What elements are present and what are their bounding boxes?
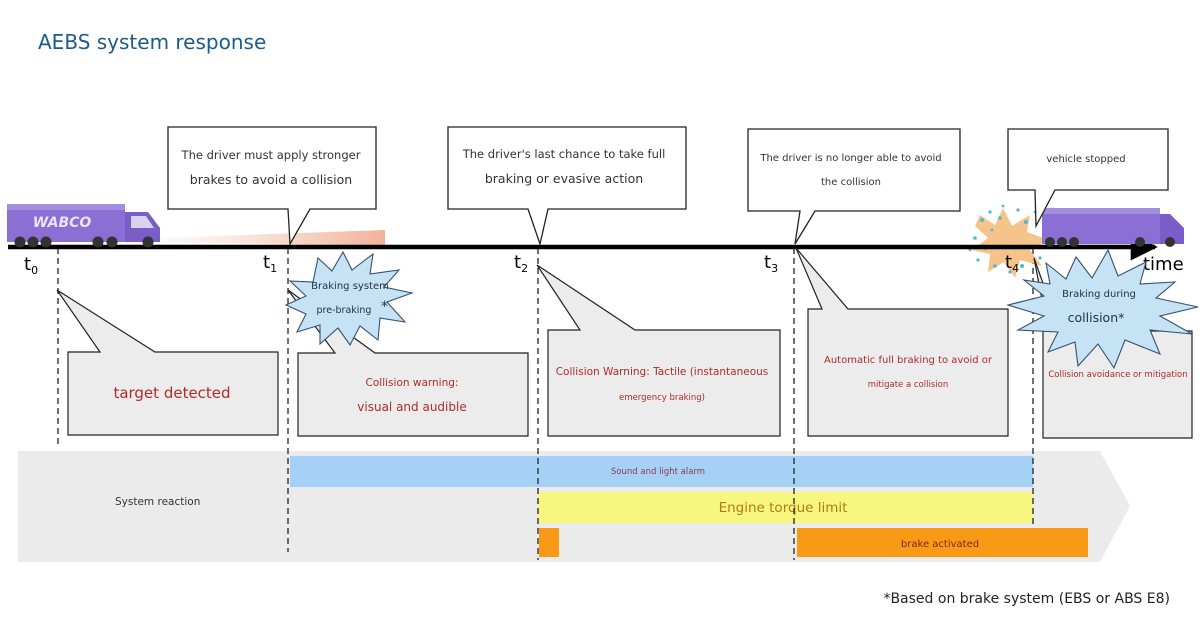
bar-brake-prefill xyxy=(539,528,559,557)
top-callout-t3-line2: the collision xyxy=(821,177,881,188)
time-label-t2: t2 xyxy=(514,252,528,275)
bottom-callout-t1-line2: visual and audible xyxy=(357,400,466,414)
time-axis-label: time xyxy=(1143,254,1184,275)
burst-pre-braking-asterisk: * xyxy=(381,299,388,315)
system-reaction-label: System reaction xyxy=(115,496,200,508)
bar-engine-torque-limit xyxy=(538,492,1033,523)
bar-brake-activated-label: brake activated xyxy=(901,539,979,550)
bottom-callout-t1-line1: Collision warning: xyxy=(366,377,459,389)
bottom-callout-t2: Collision Warning: Tactile (instantaneou… xyxy=(536,264,781,437)
page-title: AEBS system response xyxy=(38,30,267,54)
bottom-callout-t0: target detected xyxy=(56,289,279,436)
footnote: *Based on brake system (EBS or ABS E8) xyxy=(883,591,1170,607)
bottom-callout-t3-line2: mitigate a collision xyxy=(868,380,948,390)
brake-trail xyxy=(160,230,385,246)
burst-pre-braking: Braking system pre-braking * xyxy=(284,250,414,347)
top-callout-t4-line1: vehicle stopped xyxy=(1046,154,1125,165)
truck-right-icon xyxy=(1042,208,1184,247)
burst-during-collision-line1: Braking during xyxy=(1062,289,1136,300)
bottom-callout-t0-text: target detected xyxy=(113,384,230,402)
bottom-callout-t1: Collision warning: visual and audible xyxy=(287,289,529,437)
bottom-callout-t3: Automatic full braking to avoid or mitig… xyxy=(795,247,1009,437)
top-callout-t2: The driver's last chance to take full br… xyxy=(447,126,687,247)
time-label-t1: t1 xyxy=(263,252,277,275)
bottom-callout-t2-line2: emergency braking) xyxy=(619,393,705,403)
bottom-callout-t2-line1: Collision Warning: Tactile (instantaneou… xyxy=(556,366,769,378)
bar-brake-activated xyxy=(797,528,1088,557)
bottom-callout-t3-line1: Automatic full braking to avoid or xyxy=(824,355,993,366)
bar-sound-light-alarm xyxy=(290,456,1033,487)
top-callout-t1: The driver must apply stronger brakes to… xyxy=(167,126,377,247)
burst-pre-braking-line2: pre-braking xyxy=(317,305,372,316)
top-callout-t2-line1: The driver's last chance to take full xyxy=(462,147,666,161)
time-label-t4: t4 xyxy=(1005,252,1019,275)
bar-engine-torque-limit-label: Engine torque limit xyxy=(719,500,848,516)
time-label-t3: t3 xyxy=(764,252,778,275)
truck-left-icon: WABCO xyxy=(7,204,160,248)
bottom-callout-t4-text: Collision avoidance or mitigation xyxy=(1048,370,1187,380)
burst-during-collision-line2: collision* xyxy=(1068,310,1125,325)
time-label-t0: t0 xyxy=(24,254,38,277)
truck-brand-label: WABCO xyxy=(33,215,92,231)
top-callout-t2-line2: braking or evasive action xyxy=(485,171,643,186)
burst-during-collision: Braking during collision* xyxy=(1005,248,1199,370)
top-callout-t4: vehicle stopped xyxy=(1007,128,1169,229)
top-callout-t1-line1: The driver must apply stronger xyxy=(181,148,361,162)
burst-pre-braking-line1: Braking system xyxy=(311,281,389,292)
top-callout-t1-line2: brakes to avoid a collision xyxy=(190,172,352,187)
bar-sound-light-alarm-label: Sound and light alarm xyxy=(611,467,705,477)
top-callout-t3-line1: The driver is no longer able to avoid xyxy=(759,153,941,164)
top-callout-t3: The driver is no longer able to avoid th… xyxy=(747,128,961,245)
